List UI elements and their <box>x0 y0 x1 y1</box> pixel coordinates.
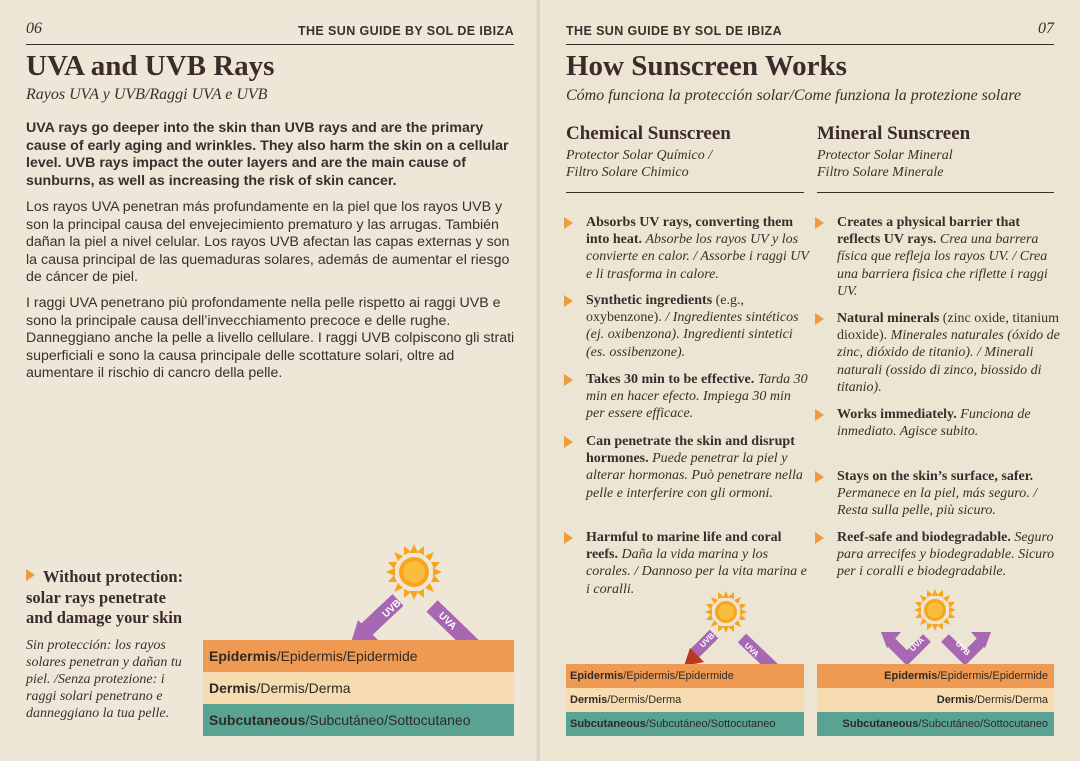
diagram-callout: Without protection: solar rays penetrate… <box>26 567 186 722</box>
epidermis-layer: Epidermis/Epidermis/Epidermide <box>566 664 804 688</box>
mineral-bullet-3: Works immediately. Funciona de inmediato… <box>815 406 1062 440</box>
uvb-arrow: UVB <box>350 594 404 646</box>
uvb-label: UVB <box>381 598 404 620</box>
epidermis-layer: Epidermis/Epidermis/Epidermide <box>203 640 514 672</box>
callout-subtitle: Sin protección: los rayos solares penetr… <box>26 637 182 721</box>
paragraph-italian: I raggi UVA penetrano più profondamente … <box>26 295 515 382</box>
dermis-layer: Dermis/Dermis/Derma <box>817 688 1054 712</box>
chemical-heading: Chemical Sunscreen <box>566 123 731 144</box>
mineral-bullet-5: Reef-safe and biodegradable. Seguro para… <box>815 529 1062 581</box>
epidermis-layer: Epidermis/Epidermis/Epidermide <box>817 664 1054 688</box>
bullet-triangle-icon <box>564 295 573 307</box>
bullet-triangle-icon <box>815 532 824 544</box>
subcutaneous-layer: Subcutaneous/Subcutáneo/Sottocutaneo <box>203 704 514 736</box>
sun-icon <box>386 544 442 600</box>
page-title: UVA and UVB Rays <box>26 50 275 82</box>
subcutaneous-layer: Subcutaneous/Subcutáneo/Sottocutaneo <box>566 712 804 736</box>
uvb-absorbed-arrow: UVB <box>684 629 719 666</box>
chemical-bullet-2: Synthetic ingredients (e.g., oxybenzone)… <box>564 292 811 361</box>
bullet-triangle-icon <box>564 532 573 544</box>
page-number: 06 <box>26 20 42 37</box>
page-title: How Sunscreen Works <box>566 50 847 82</box>
uvb-reflected-arrow: UVB <box>941 632 991 666</box>
bullet-triangle-icon <box>815 409 824 421</box>
paragraph-spanish: Los rayos UVA penetran más profundamente… <box>26 199 510 286</box>
chemical-bullet-4: Can penetrate the skin and disrupt hormo… <box>564 433 811 502</box>
sun-icon <box>705 591 747 633</box>
bullet-triangle-icon <box>815 313 824 325</box>
mineral-bullet-2: Natural minerals (zinc oxide, titanium d… <box>815 310 1062 396</box>
mineral-heading: Mineral Sunscreen <box>817 123 971 144</box>
mineral-rule <box>817 192 1054 193</box>
running-header: THE SUN GUIDE BY SOL DE IBIZA <box>566 24 783 38</box>
running-header: THE SUN GUIDE BY SOL DE IBIZA <box>297 24 514 38</box>
page-number: 07 <box>1038 20 1054 37</box>
right-page: THE SUN GUIDE BY SOL DE IBIZA 07 How Sun… <box>540 0 1080 761</box>
mineral-subheading: Protector Solar Mineral Filtro Solare Mi… <box>817 148 953 180</box>
bullet-triangle-icon <box>564 436 573 448</box>
left-page: 06 THE SUN GUIDE BY SOL DE IBIZA UVA and… <box>26 20 515 736</box>
mineral-diagram: UVA UVB <box>881 589 991 666</box>
mineral-bullet-1: Creates a physical barrier that reflects… <box>815 214 1062 300</box>
chemical-bullet-3: Takes 30 min to be effective. Tarda 30 m… <box>564 371 811 423</box>
chemical-bullet-5: Harmful to marine life and coral reefs. … <box>564 529 811 598</box>
bullet-triangle-icon <box>815 217 824 229</box>
bullet-triangle-icon <box>815 471 824 483</box>
chemical-subheading: Protector Solar Químico / Filtro Solare … <box>566 148 713 180</box>
chemical-rule <box>566 192 804 193</box>
chemical-bullet-1: Absorbs UV rays, converting them into he… <box>564 214 811 283</box>
dermis-layer: Dermis/Dermis/Derma <box>566 688 804 712</box>
sun-icon <box>914 589 956 631</box>
header-rule <box>566 44 1054 45</box>
uva-reflected-arrow: UVA <box>881 632 931 666</box>
bullet-triangle-icon <box>564 374 573 386</box>
header-rule <box>26 44 514 45</box>
dermis-layer: Dermis/Dermis/Derma <box>203 672 514 704</box>
callout-title: Without protection: solar rays penetrate… <box>26 567 184 627</box>
page-subtitle: Rayos UVA y UVB/Raggi UVA e UVB <box>26 86 268 103</box>
bullet-triangle-icon <box>564 217 573 229</box>
subcutaneous-layer: Subcutaneous/Subcutáneo/Sottocutaneo <box>817 712 1054 736</box>
mineral-bullet-4: Stays on the skin’s surface, safer. Perm… <box>815 468 1062 520</box>
page-subtitle: Cómo funciona la protección solar/Come f… <box>566 87 1022 104</box>
paragraph-english: UVA rays go deeper into the skin than UV… <box>26 120 509 189</box>
bullet-triangle-icon <box>26 569 35 581</box>
